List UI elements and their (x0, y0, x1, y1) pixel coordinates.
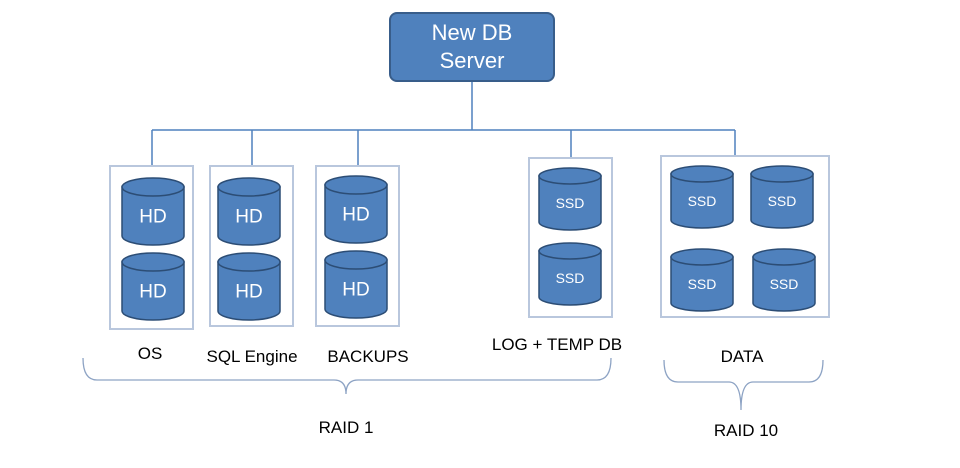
raid1-bracket (82, 357, 612, 395)
group-label-os: OS (137, 344, 163, 363)
disk-label: HD (342, 205, 369, 226)
hard-disk-icon: HD (217, 177, 281, 246)
disk-label: SSD (688, 276, 717, 292)
disk-label: SSD (770, 276, 799, 292)
server-title-line1: New DB (431, 20, 513, 45)
ssd-icon: SSD (750, 165, 814, 229)
disk-label: SSD (556, 270, 585, 286)
group-label-data: DATA (720, 347, 764, 366)
server-title-line2: Server (439, 48, 505, 73)
ssd-icon: SSD (538, 242, 602, 306)
ssd-icon: SSD (670, 165, 734, 229)
disk-label: SSD (768, 193, 797, 209)
hard-disk-icon: HD (217, 252, 281, 321)
ssd-icon: SSD (752, 248, 816, 312)
disk-label: SSD (688, 193, 717, 209)
hard-disk-icon: HD (324, 250, 388, 319)
disk-label: SSD (556, 195, 585, 211)
hard-disk-icon: HD (121, 252, 185, 321)
group-label-backups: BACKUPS (327, 347, 409, 366)
ssd-icon: SSD (670, 248, 734, 312)
hard-disk-icon: HD (324, 175, 388, 244)
disk-label: HD (139, 282, 166, 303)
raid10-bracket (663, 359, 824, 411)
raid-label-raid1: RAID 1 (318, 418, 374, 437)
disk-label: HD (342, 280, 369, 301)
hard-disk-icon: HD (121, 177, 185, 246)
group-label-log-temp-db: LOG + TEMP DB (491, 335, 623, 354)
disk-label: HD (139, 207, 166, 228)
disk-label: HD (235, 207, 262, 228)
disk-label: HD (235, 282, 262, 303)
ssd-icon: SSD (538, 167, 602, 231)
raid-label-raid10: RAID 10 (713, 421, 779, 440)
server-node: New DB Server (389, 12, 555, 82)
group-label-sql-engine: SQL Engine (206, 347, 298, 366)
